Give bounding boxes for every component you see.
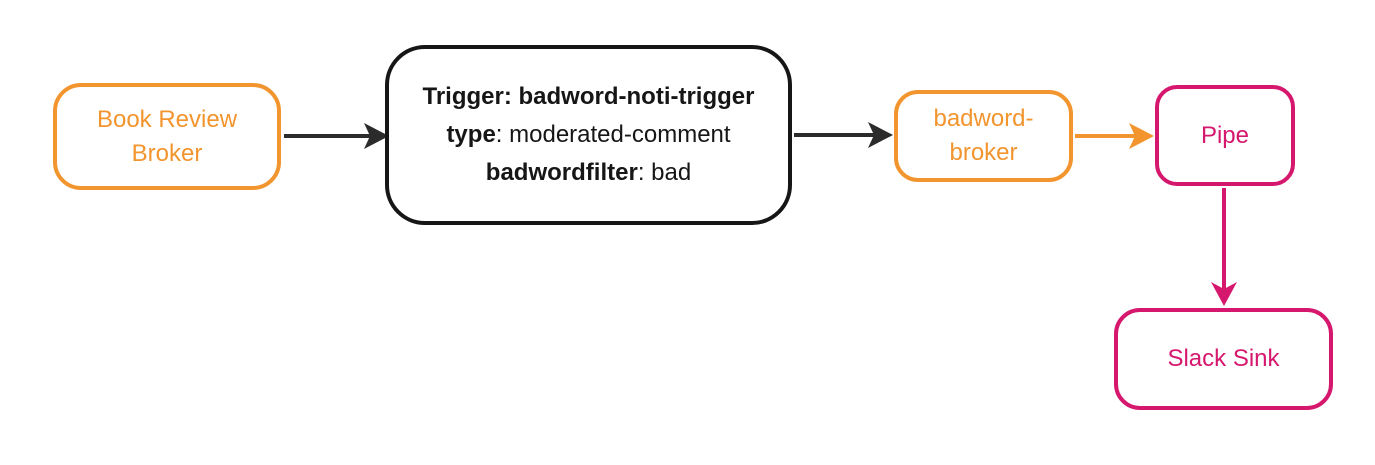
- node-label: Broker: [131, 139, 203, 167]
- edge-pipe-to-slack-sink: [1211, 188, 1237, 306]
- edge-badword-broker-to-pipe: [1075, 123, 1154, 149]
- node-slack-sink: Slack Sink: [1114, 308, 1333, 410]
- trigger-name-line: Trigger: badword-noti-trigger: [422, 83, 755, 110]
- node-badword-broker: badword- broker: [894, 90, 1073, 182]
- node-label: badword-: [933, 105, 1034, 132]
- edge-trigger-to-badword-broker: [794, 122, 893, 148]
- arrowhead-right-icon: [1129, 123, 1154, 149]
- node-label: Pipe: [1200, 121, 1250, 149]
- node-book-review-broker: Book Review Broker: [53, 83, 281, 190]
- arrowhead-right-icon: [868, 122, 893, 148]
- node-pipe: Pipe: [1155, 85, 1295, 186]
- arrowhead-down-icon: [1211, 282, 1237, 306]
- trigger-filter-line: badwordfilter: bad: [485, 159, 692, 186]
- node-label: broker: [949, 139, 1018, 166]
- node-label: Book Review: [96, 105, 238, 133]
- node-label: Slack Sink: [1167, 345, 1280, 372]
- node-trigger: Trigger: badword-noti-trigger type: mode…: [385, 45, 792, 225]
- trigger-type-line: type: moderated-comment: [446, 121, 731, 148]
- edge-broker-to-trigger: [284, 123, 389, 149]
